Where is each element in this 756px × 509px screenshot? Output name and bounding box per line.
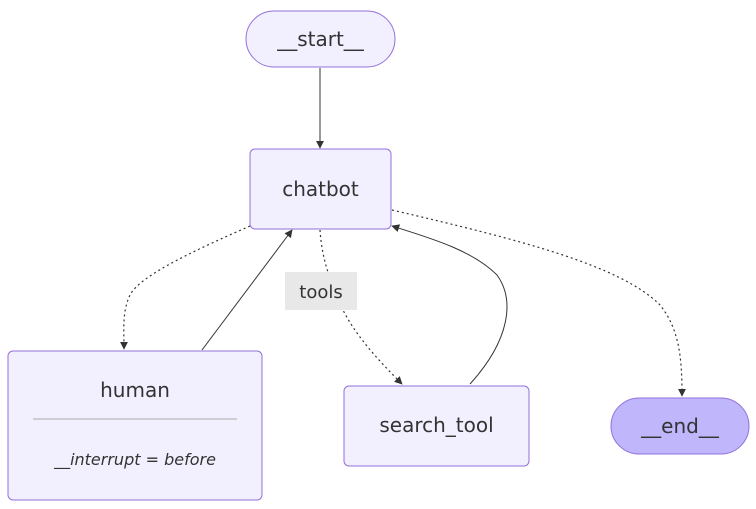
edge-label-background [285,272,357,310]
node-chatbot[interactable]: chatbot [249,148,392,230]
edge-label-text: tools [299,282,342,303]
edge-chatbot-to-human [119,225,251,350]
node-human-label: human [100,378,170,402]
edge-human-to-chatbot [201,229,293,351]
node-search-tool[interactable]: search_tool [343,385,530,467]
edge-chatbot-to-end [391,209,686,397]
node-end-label: __end__ [640,414,720,438]
node-start[interactable]: __start__ [245,10,396,68]
node-human[interactable]: human __interrupt = before [7,350,263,501]
node-human-annotation: __interrupt = before [53,450,216,470]
node-start-label: __start__ [276,27,365,51]
node-end[interactable]: __end__ [610,397,750,455]
edge-search-tool-to-chatbot [391,224,508,385]
node-chatbot-label: chatbot [282,177,359,201]
edges [119,68,686,397]
edge-label-tools: tools [285,272,357,310]
node-search-tool-label: search_tool [379,413,493,437]
